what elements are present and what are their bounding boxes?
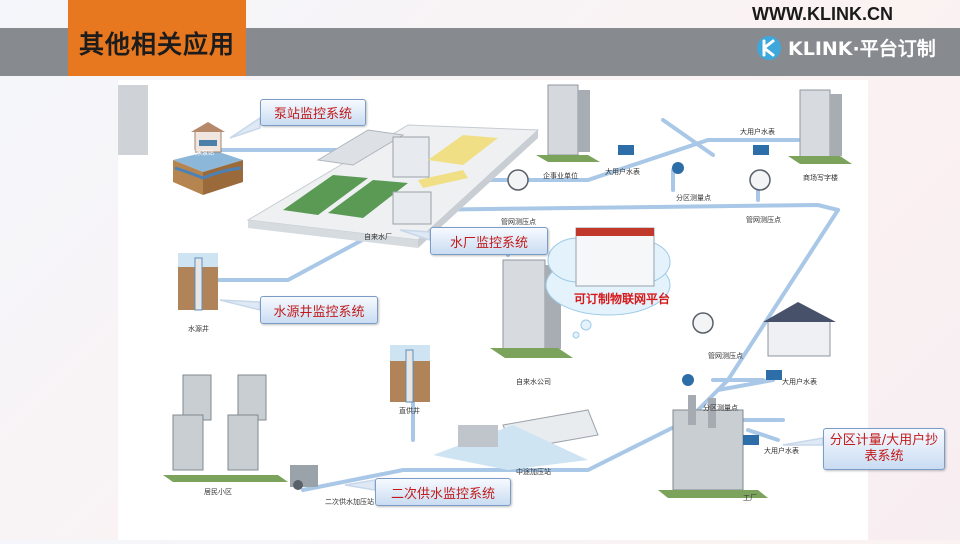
diagram-canvas: 供水泵站 [118,80,945,540]
big-meter-label-3: 大用户水表 [764,447,799,455]
residential-label: 居民小区 [204,488,232,496]
klink-logo-icon [757,35,781,60]
source-well-icon [178,253,218,311]
pressure-gauge-icons [507,169,771,334]
page-title: 其他相关应用 [78,30,235,59]
pressure-point-label-1: 管网测压点 [501,218,536,226]
factory-icon [658,395,768,498]
zone-point-top-label: 分区测量点 [676,194,711,202]
pressure-point-label-2: 管网测压点 [746,216,781,224]
secondary-supply-callout[interactable]: 二次供水监控系统 [375,478,511,506]
brand-logo: KLINK·平台订制 [756,34,936,61]
site-url[interactable]: WWW.KLINK.CN [752,4,893,24]
iot-cloud-icon [545,227,671,339]
residential-buildings-icon [163,374,288,482]
flow-meter-icons [618,145,782,445]
factory-label: 工厂 [743,494,757,502]
big-meter-label-1: 大用户水表 [605,168,640,176]
pump-station-sign: 供水泵站 [190,149,214,157]
pump-station-icon [173,122,243,195]
villa-building-icon [763,302,836,357]
source-well-callout[interactable]: 水源井监控系统 [260,296,378,324]
brand-name: KLINK·平台订制 [788,38,936,60]
secondary-station-label: 二次供水加压站 [325,498,374,506]
water-plant-label: 自来水厂 [364,233,392,241]
pump-station-callout[interactable]: 泵站监控系统 [260,99,366,126]
secondary-station-icon [290,465,318,490]
zone-metering-callout[interactable]: 分区计量/大用户抄表系统 [823,428,945,470]
title-box: 其他相关应用 [68,0,246,76]
source-well-label: 水源井 [188,325,209,333]
deep-well-label: 直供井 [399,407,420,415]
iot-platform-label: 可订制物联网平台 [574,292,671,306]
zone-point-bottom-label: 分区测量点 [703,404,738,412]
big-meter-top-label: 大用户水表 [740,128,775,136]
water-plant-callout[interactable]: 水厂监控系统 [430,227,548,255]
deep-well-icon [390,345,430,403]
booster-station-icon [433,409,599,470]
enterprise-label: 企事业单位 [543,172,578,180]
office-building-icon [788,89,852,164]
enterprise-building-icon [118,84,600,162]
office-label: 商场写字楼 [803,174,838,182]
pressure-point-label-3: 管网测压点 [708,352,743,360]
booster-station-label: 中途加压站 [516,468,551,476]
water-plant-icon [246,124,540,248]
big-meter-label-2: 大用户水表 [782,378,817,386]
network-diagram: 供水泵站 [118,84,852,498]
water-company-label: 自来水公司 [516,378,551,386]
